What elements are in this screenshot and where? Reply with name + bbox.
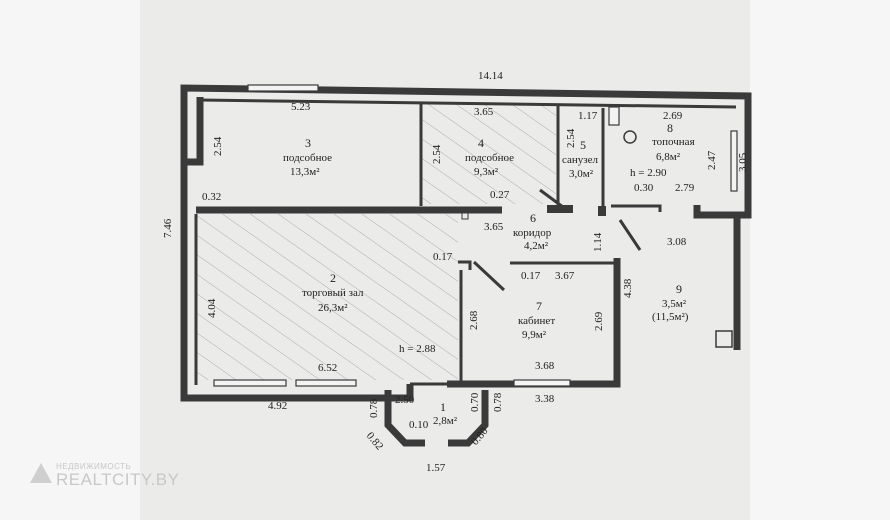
room-2-number: 2 [330, 271, 336, 285]
room-2-area: 26,3м² [318, 302, 348, 314]
dim-r2-left: 4.04 [206, 298, 218, 318]
room-3-number: 3 [305, 136, 311, 150]
window-top-left [247, 84, 319, 92]
dim-r8-h: h = 2.90 [630, 167, 667, 179]
window-bottom-left [213, 379, 287, 387]
room-9-fixture [715, 330, 733, 348]
door-swing-9 [618, 219, 642, 251]
dim-corridor-bottom: 3.65 [484, 221, 504, 233]
wall-top-inner [199, 98, 737, 109]
dim-r4-top: 3.65 [474, 106, 494, 118]
dim-r3-left: 2.54 [212, 136, 224, 156]
wall-7-corner [458, 260, 472, 270]
room-6-number: 6 [530, 211, 536, 225]
room-4-area: 9,3м² [474, 166, 499, 178]
hatch-room-4 [422, 104, 556, 204]
room-1-number: 1 [440, 400, 446, 414]
room-7-name: кабинет [518, 315, 556, 327]
wall-vestibule-left [384, 390, 425, 447]
room-9-area: 3,5м² [662, 298, 687, 310]
house-icon [30, 463, 52, 483]
dim-r7-bottom-outer: 3.38 [535, 393, 555, 405]
room-7-area: 9,9м² [522, 329, 547, 341]
right-margin [750, 0, 890, 520]
watermark-subtitle: НЕДВИЖИМОСТЬ [56, 462, 132, 471]
window-top-8 [608, 106, 620, 126]
wall-marker [461, 212, 469, 220]
wall-outer-top [180, 84, 752, 219]
dim-vest-left: 0.78 [368, 398, 380, 418]
dim-corridor-mid: 0.27 [490, 189, 510, 201]
dim-r2-bottom: 6.52 [318, 362, 338, 374]
dim-vest-right-b: 0.78 [492, 392, 504, 412]
dim-corridor-right: 1.14 [592, 232, 604, 252]
dim-vest-outer: 1.57 [426, 462, 446, 474]
dim-r2-h: h = 2.88 [399, 343, 436, 355]
dim-r7-right: 2.69 [593, 311, 605, 331]
dim-corridor-left: 0.32 [202, 191, 222, 203]
room-2-name: торговый зал [302, 287, 364, 299]
dim-vest-top: 2.50 [395, 394, 415, 406]
window-bottom-right [513, 379, 571, 387]
boiler-icon [623, 130, 637, 144]
room-8-area: 6,8м² [656, 151, 681, 163]
dim-r8-right: 2.47 [706, 150, 718, 170]
room-9-area-alt: (11,5м²) [652, 311, 689, 323]
room-8-name: топочная [652, 136, 695, 148]
dim-r7-left: 2.68 [468, 310, 480, 330]
dim-vest-bottom: 0.10 [409, 419, 429, 431]
room-7-number: 7 [536, 299, 542, 313]
dim-r9-top: 3.08 [667, 236, 687, 248]
watermark-title: REALTCITY.BY [56, 470, 180, 489]
dim-r8-bottom-b: 2.79 [675, 182, 695, 194]
room-9-number: 9 [676, 282, 682, 296]
left-margin [0, 0, 140, 520]
dim-r8-bottom-a: 0.30 [634, 182, 654, 194]
room-6-area: 4,2м² [524, 240, 549, 252]
wall-outer-west [180, 162, 414, 402]
room-1-area: 2,8м² [433, 415, 458, 427]
room-6-name: коридор [513, 227, 552, 239]
dim-total-height: 7.46 [162, 218, 174, 238]
dim-right-wall: 3.05 [737, 152, 749, 172]
room-8-number: 8 [667, 121, 673, 135]
wall-stub-5 [547, 205, 573, 213]
dim-r7-corner: 0.17 [433, 251, 453, 263]
wall-stub-6 [598, 206, 606, 216]
dim-r9-left: 4.38 [622, 278, 634, 298]
door-swing-5 [539, 188, 564, 209]
room-3-name: подсобное [283, 152, 333, 164]
room-5-number: 5 [580, 138, 586, 152]
dim-r8-top: 2.69 [663, 110, 683, 122]
dim-r3-top: 5.23 [291, 101, 311, 113]
dim-r7-bottom: 3.68 [535, 360, 555, 372]
room-5-name: санузел [562, 154, 599, 166]
dim-r5-top: 1.17 [578, 110, 598, 122]
wall-vestibule-right [448, 390, 489, 447]
room-4-number: 4 [478, 136, 484, 150]
window-bottom-center [295, 379, 357, 387]
room-3-area: 13,3м² [290, 166, 320, 178]
wall-outer-left [184, 97, 204, 166]
dim-vest-right-a: 0.70 [469, 392, 481, 412]
hatch-room-2 [196, 214, 458, 380]
dim-total-width: 14.14 [478, 70, 503, 82]
room-5-area: 3,0м² [569, 168, 594, 180]
dim-r7-top-a: 0.17 [521, 270, 541, 282]
window-right [730, 130, 738, 192]
door-swing-7 [472, 260, 506, 292]
wall-outer-south [447, 258, 621, 388]
dim-r2-bottom-outer: 4.92 [268, 400, 288, 412]
wall-stub-8 [611, 204, 662, 212]
dim-r5-left: 2.54 [565, 128, 577, 148]
dim-r7-top-b: 3.67 [555, 270, 575, 282]
dim-r4-left: 2.54 [431, 144, 443, 164]
room-4-name: подсобное [465, 152, 515, 164]
